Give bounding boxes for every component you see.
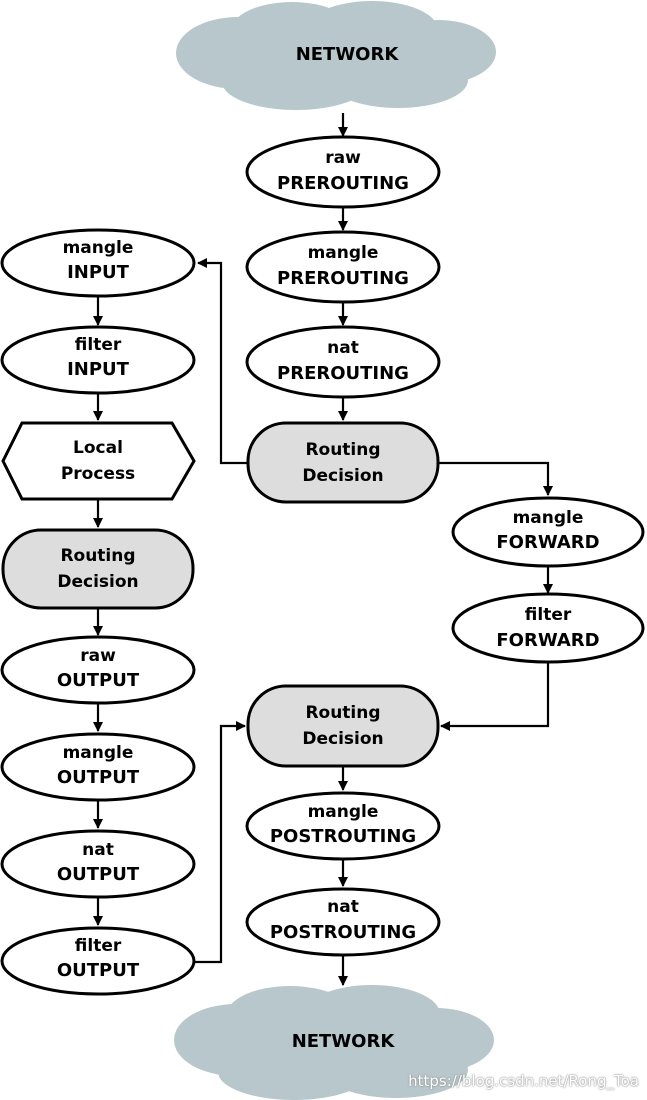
ellipse-shape <box>451 496 645 568</box>
edge-routing-decision-to-mangle-input <box>197 258 248 465</box>
decision-shape <box>246 684 440 768</box>
ellipse-shape <box>451 592 645 664</box>
node-nat-output: nat OUTPUT <box>0 829 196 899</box>
chain-name: OUTPUT <box>57 960 140 981</box>
node-mangle-postrouting: mangle POSTROUTING <box>245 791 441 861</box>
chain-name: FORWARD <box>496 532 599 553</box>
connectors <box>93 113 553 986</box>
table-name: mangle <box>308 243 379 263</box>
node-filter-input: filter INPUT <box>0 325 196 395</box>
node-mangle-output: mangle OUTPUT <box>0 732 196 802</box>
decision-line2: Decision <box>57 572 138 592</box>
cloud-shape <box>174 985 494 1100</box>
table-name: filter <box>525 605 572 625</box>
node-nat-postrouting: nat POSTROUTING <box>245 887 441 957</box>
network-label-top: NETWORK <box>296 44 400 65</box>
ellipse-shape <box>245 135 441 209</box>
chain-name: POSTROUTING <box>270 826 416 847</box>
ellipse-shape <box>245 887 441 957</box>
chain-name: POSTROUTING <box>270 922 416 943</box>
chain-name: PREROUTING <box>277 173 409 194</box>
node-raw-output: raw OUTPUT <box>0 635 196 705</box>
decision-line1: Routing <box>60 546 135 566</box>
decision-line2: Decision <box>302 729 383 749</box>
ellipse-shape <box>245 791 441 861</box>
node-routing-decision-3: Routing Decision <box>246 684 440 768</box>
chain-name: PREROUTING <box>277 363 409 384</box>
edge-filter-forward-to-routing-decision <box>440 662 550 731</box>
decision-line2: Decision <box>302 466 383 486</box>
chain-name: OUTPUT <box>57 670 140 691</box>
ellipse-shape <box>0 829 196 899</box>
decision-line1: Routing <box>305 440 380 460</box>
table-name: raw <box>80 646 116 666</box>
table-name: nat <box>327 338 359 358</box>
hexagon-shape <box>1 421 196 501</box>
table-name: mangle <box>63 238 134 258</box>
table-name: raw <box>325 148 361 168</box>
node-mangle-prerouting: mangle PREROUTING <box>245 230 441 304</box>
table-name: mangle <box>63 743 134 763</box>
edge-filter-output-to-routing-decision <box>195 721 246 964</box>
decision-shape <box>246 421 440 504</box>
node-filter-output: filter OUTPUT <box>0 926 196 996</box>
ellipse-shape <box>0 732 196 802</box>
node-routing-decision-1: Routing Decision <box>246 421 440 504</box>
network-cloud-top: NETWORK <box>176 1 496 110</box>
watermark-url: https://blog.csdn.net/Rong_Toa <box>408 1072 639 1090</box>
chain-name: INPUT <box>67 359 130 380</box>
chain-name: OUTPUT <box>57 864 140 885</box>
node-raw-prerouting: raw PREROUTING <box>245 135 441 209</box>
node-nat-prerouting: nat PREROUTING <box>245 325 441 399</box>
ellipse-shape <box>245 230 441 304</box>
table-name: filter <box>75 335 122 355</box>
cloud-shape <box>176 1 496 110</box>
table-name: mangle <box>308 802 379 822</box>
chain-name: PREROUTING <box>277 268 409 289</box>
node-mangle-forward: mangle FORWARD <box>451 496 645 568</box>
ellipse-shape <box>245 325 441 399</box>
table-name: nat <box>327 897 359 917</box>
network-label-bottom: NETWORK <box>292 1031 396 1052</box>
chain-name: FORWARD <box>496 630 599 651</box>
ellipse-shape <box>0 228 196 298</box>
ellipse-shape <box>0 325 196 395</box>
node-filter-forward: filter FORWARD <box>451 592 645 664</box>
node-routing-decision-2: Routing Decision <box>1 528 195 610</box>
chain-name: OUTPUT <box>57 767 140 788</box>
network-cloud-bottom: NETWORK <box>174 985 494 1100</box>
node-mangle-input: mangle INPUT <box>0 228 196 298</box>
table-name: nat <box>82 840 114 860</box>
edge-routing-decision-to-mangle-forward <box>438 461 553 496</box>
decision-line1: Routing <box>305 703 380 723</box>
ellipse-shape <box>0 635 196 705</box>
decision-shape <box>1 528 195 610</box>
node-local-process: Local Process <box>1 421 196 501</box>
process-line1: Local <box>73 438 123 458</box>
process-line2: Process <box>61 464 135 484</box>
ellipse-shape <box>0 926 196 996</box>
table-name: filter <box>75 936 122 956</box>
chain-name: INPUT <box>67 262 130 283</box>
table-name: mangle <box>513 508 584 528</box>
